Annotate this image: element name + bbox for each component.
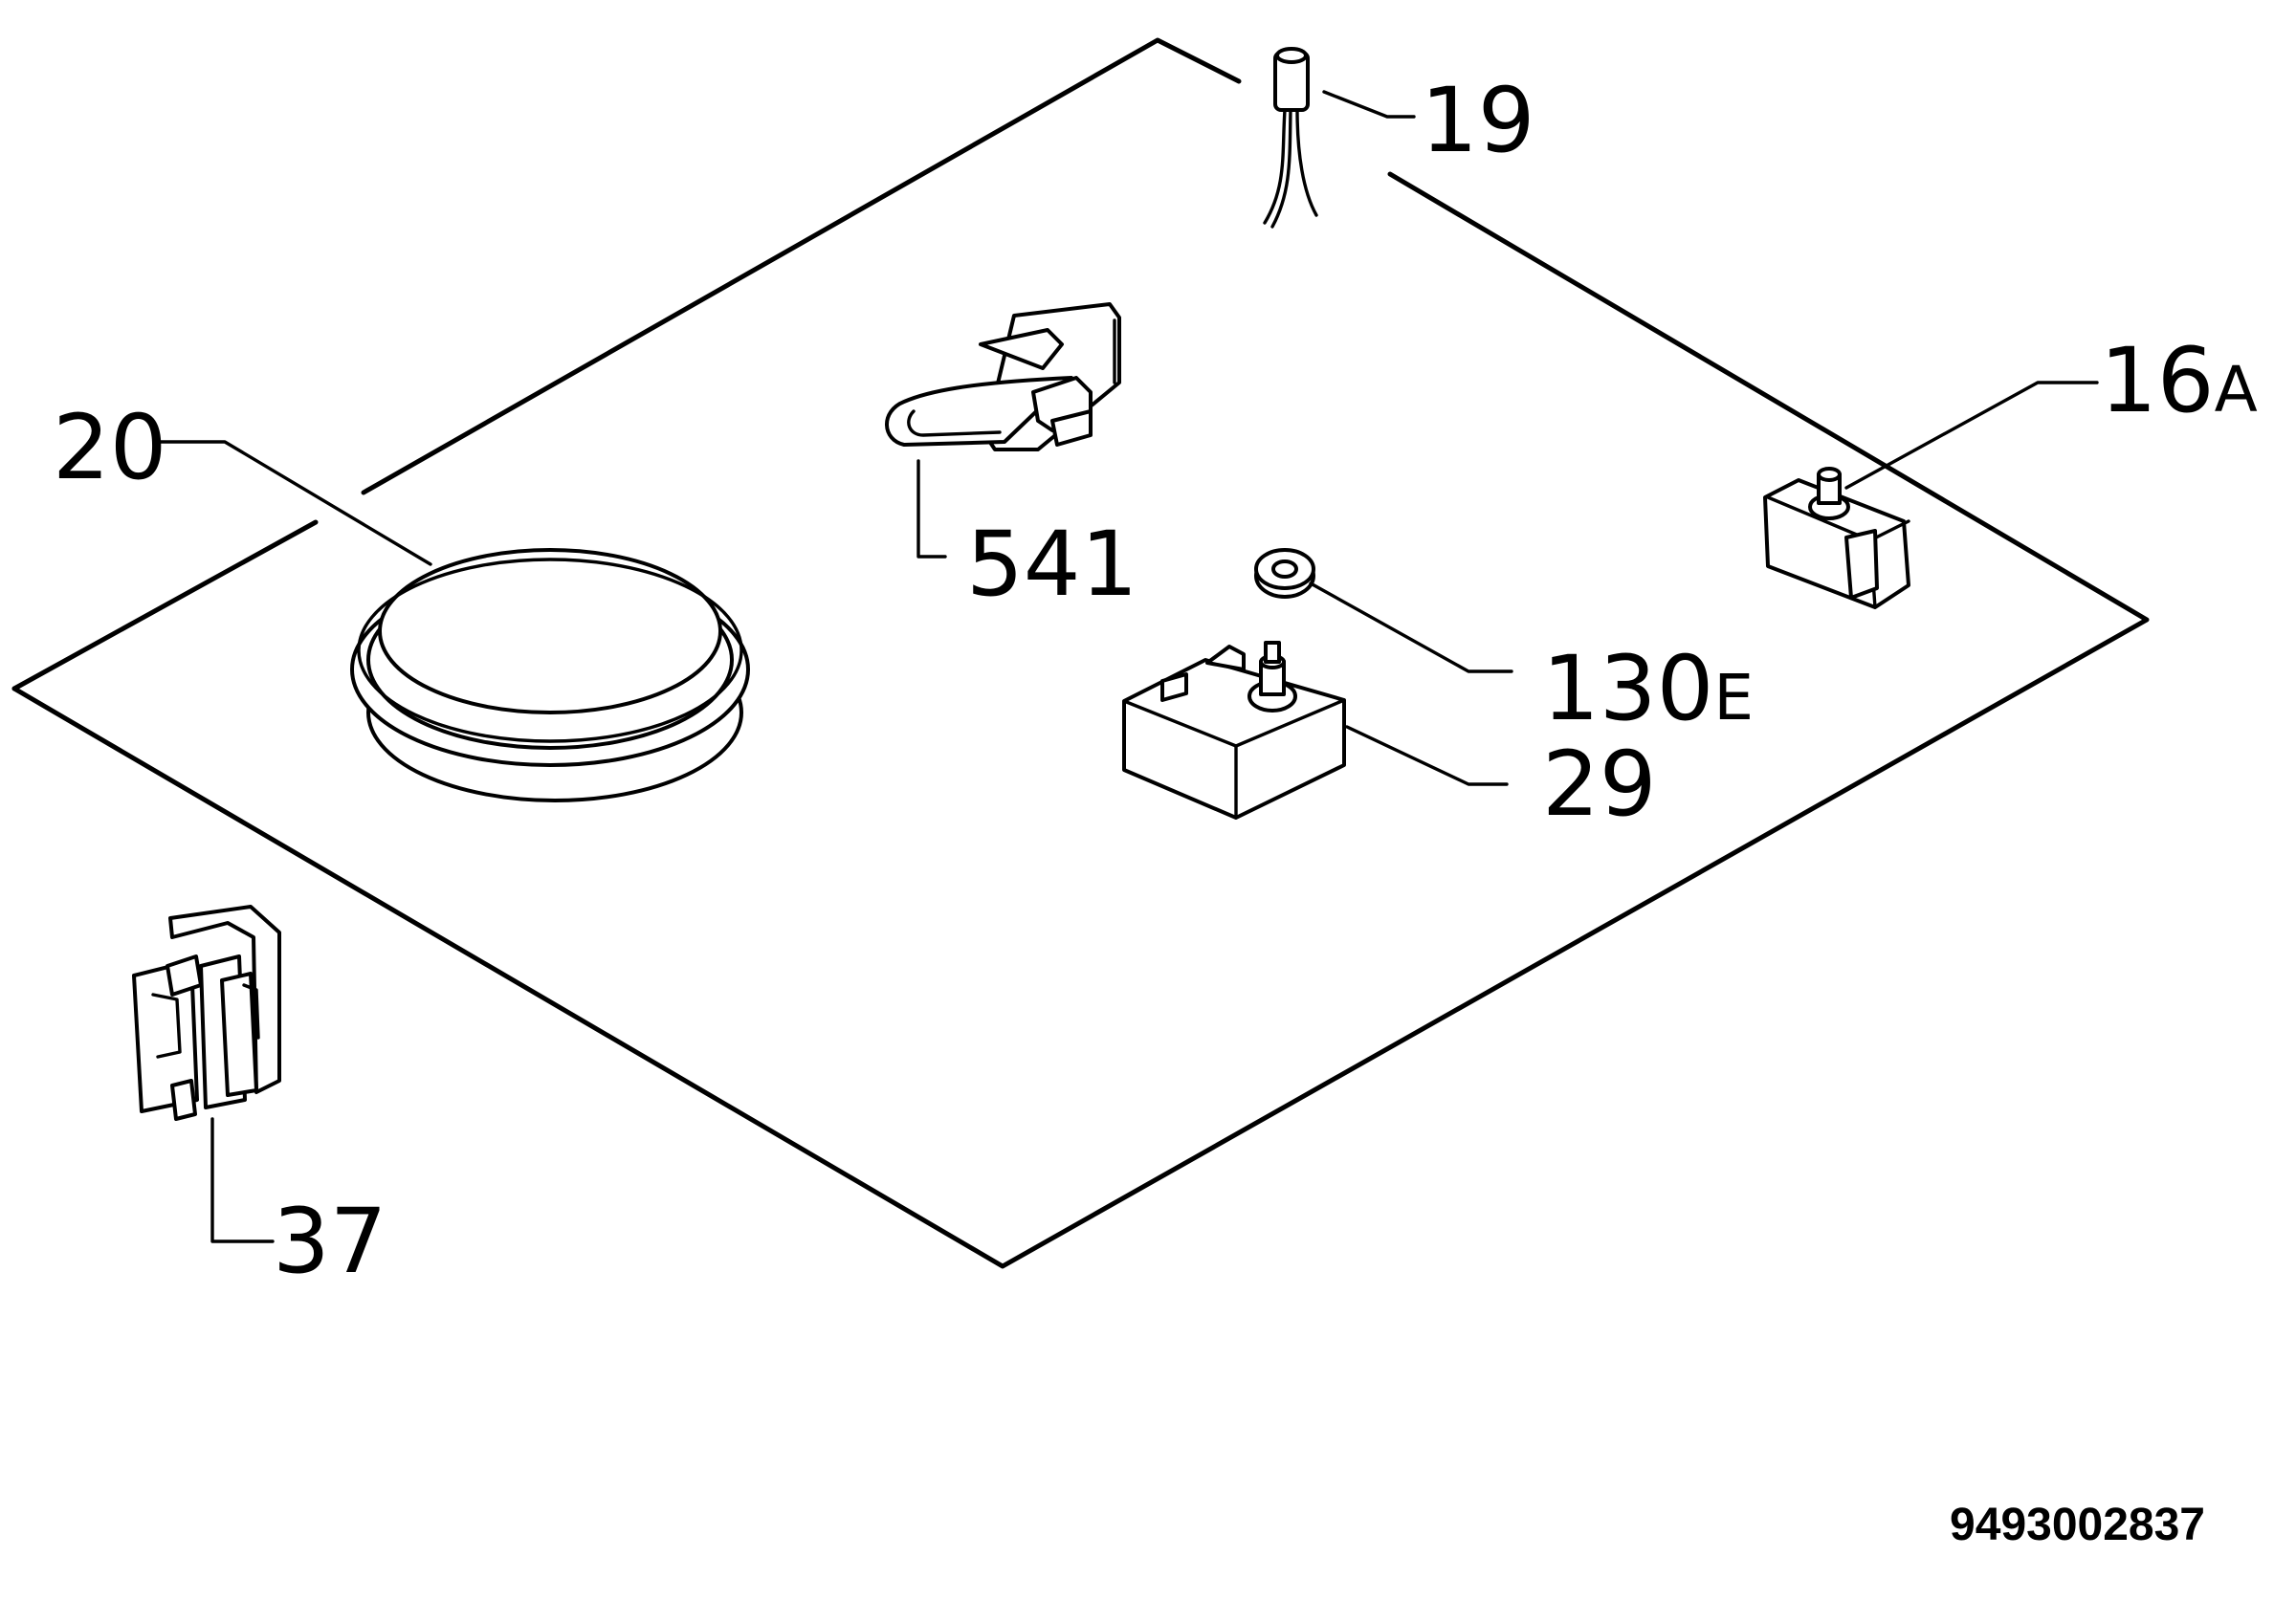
part-130e-washer — [1254, 548, 1315, 599]
label-130e-number: 130 — [1542, 637, 1713, 741]
label-20: 20 — [53, 396, 167, 500]
label-130e: 130E — [1542, 637, 1754, 741]
part-541-switch — [885, 302, 1121, 451]
part-19-probe — [1263, 47, 1318, 229]
label-16a-number: 16 — [2100, 329, 2215, 433]
leader-16a — [1844, 381, 2099, 490]
leader-19 — [1322, 90, 1416, 119]
leader-130e — [1309, 581, 1513, 673]
part-20-burner-cap — [350, 548, 750, 802]
drawing-code: 9493002837 — [1950, 1500, 2205, 1550]
leader-20 — [159, 440, 432, 566]
label-19: 19 — [1421, 69, 1535, 173]
leader-37 — [210, 1117, 275, 1243]
label-541: 541 — [966, 513, 1137, 617]
leader-lines — [159, 90, 2099, 1243]
label-16a: 16A — [2100, 329, 2258, 433]
label-37: 37 — [273, 1190, 387, 1294]
leader-541 — [916, 459, 947, 559]
label-16a-suffix: A — [2215, 353, 2258, 427]
leader-29 — [1345, 725, 1509, 786]
label-130e-suffix: E — [1713, 661, 1754, 735]
part-29-regulator — [1122, 641, 1346, 820]
part-37-spark-switch — [132, 905, 281, 1121]
part-16a-block — [1763, 467, 1910, 609]
hob-plate-outline — [11, 37, 2150, 1269]
label-29: 29 — [1542, 733, 1657, 837]
